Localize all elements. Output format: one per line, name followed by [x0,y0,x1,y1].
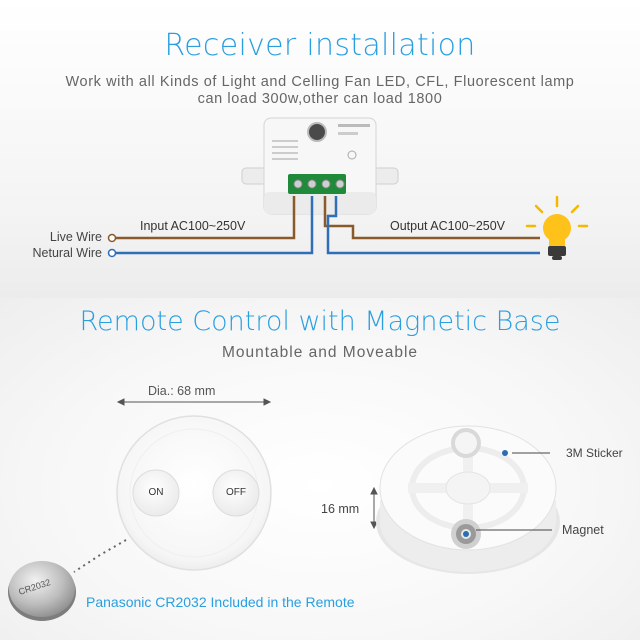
remote-front [116,415,272,571]
installation-title: Receiver installation [164,28,476,63]
thickness-label: 16 mm [321,502,360,516]
neutral-wire-path [112,196,314,255]
battery-coin [8,561,76,621]
sticker-pointer [502,450,550,456]
remote-subtitle: Mountable and Moveable [221,344,419,361]
neutral-terminal [107,248,117,258]
battery-label: Panasonic CR2032 Included in the Remote [86,594,355,610]
live-terminal [107,233,117,243]
thickness-arrow [370,486,378,530]
description-line-2: can load 300w,other can load 1800 [197,91,443,107]
neutral-wire-to-lamp [326,196,540,255]
battery-pointer [73,539,127,573]
live-wire-path [112,196,296,240]
installation-description: Work with all Kinds of Light and Celling… [0,74,640,108]
output-voltage-label: Output AC100~250V [390,219,506,233]
magnetic-base [376,425,560,574]
magnet-label: Magnet [562,523,604,537]
lightbulb-icon [525,195,589,260]
on-button-shape [132,469,180,517]
neutral-wire-label: Netural Wire [32,246,102,260]
remote-title: Remote Control with Magnetic Base [79,306,561,337]
diameter-label: Dia.: 68 mm [148,384,216,398]
description-line-1: Work with all Kinds of Light and Celling… [65,74,575,90]
diameter-arrow [116,398,272,406]
sticker-label: 3M Sticker [566,446,623,460]
input-voltage-label: Input AC100~250V [140,219,246,233]
magnet-pointer [463,529,552,537]
off-button-label: OFF [226,487,246,498]
live-wire-to-lamp [323,196,540,240]
off-button-shape [212,469,260,517]
receiver-module [241,117,399,215]
on-button-label: ON [148,487,164,498]
wiring-diagram [107,117,589,260]
live-wire-label: Live Wire [49,230,102,244]
